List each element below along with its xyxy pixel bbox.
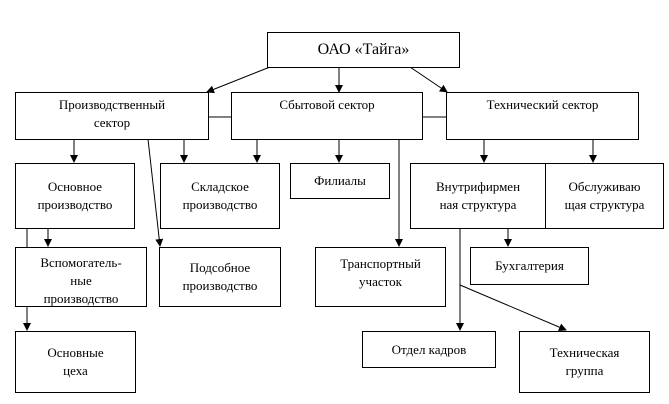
root-node: ОАО «Тайга» xyxy=(267,32,460,68)
tech-group-label: Техническая группа xyxy=(549,345,620,378)
internal-structure-node: Внутрифирмен ная структура xyxy=(410,163,546,229)
transport-node: Транспортный участок xyxy=(315,247,446,307)
internal-structure-label: Внутрифирмен ная структура xyxy=(435,179,521,212)
service-structure-node: Обслуживаю щая структура xyxy=(545,163,664,229)
warehouse-production-node: Складское производство xyxy=(160,163,280,229)
connector-internal-techgroup xyxy=(459,284,567,331)
main-production-label: Основное производство xyxy=(37,179,113,212)
accounting-label: Бухгалтерия xyxy=(495,258,564,273)
connector-production-subsidiary xyxy=(147,138,164,247)
hr-department-node: Отдел кадров xyxy=(362,331,496,368)
main-shops-label: Основные цеха xyxy=(47,345,104,378)
technical-sector-node: Технический сектор xyxy=(446,92,639,140)
auxiliary-production-node: Вспомогатель- ные производство xyxy=(15,247,147,307)
accounting-node: Бухгалтерия xyxy=(470,247,589,285)
branches-label: Филиалы xyxy=(314,173,366,188)
connector-root-production xyxy=(206,66,271,94)
transport-label: Транспортный участок xyxy=(340,256,421,289)
sales-sector-node: Сбытовой сектор xyxy=(231,92,423,140)
service-structure-label: Обслуживаю щая структура xyxy=(564,179,645,212)
auxiliary-production-label: Вспомогатель- ные производство xyxy=(40,255,122,306)
subsidiary-production-label: Подсобное производство xyxy=(182,260,258,293)
hr-department-label: Отдел кадров xyxy=(391,341,467,357)
main-shops-node: Основные цеха xyxy=(15,331,136,393)
connector-root-technical xyxy=(409,66,448,93)
production-sector-label: Производственный сектор xyxy=(58,97,166,130)
production-sector-node: Производственный сектор xyxy=(15,92,209,140)
branches-node: Филиалы xyxy=(290,163,390,199)
sales-sector-label: Сбытовой сектор xyxy=(279,97,375,112)
tech-group-node: Техническая группа xyxy=(519,331,650,393)
technical-sector-label: Технический сектор xyxy=(486,97,599,112)
main-production-node: Основное производство xyxy=(15,163,135,229)
root-label: ОАО «Тайга» xyxy=(317,41,410,58)
subsidiary-production-node: Подсобное производство xyxy=(159,247,281,307)
warehouse-production-label: Складское производство xyxy=(182,179,258,212)
